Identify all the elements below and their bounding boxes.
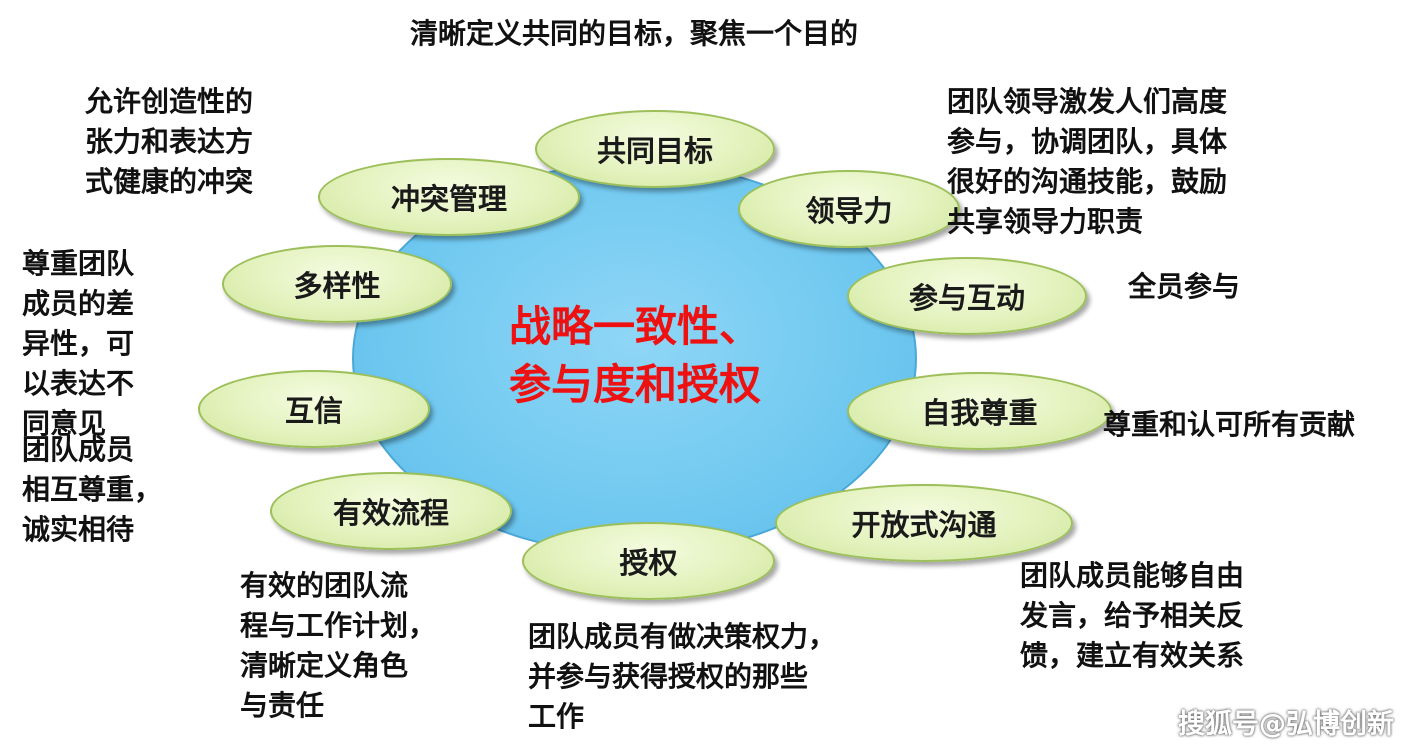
note-shared-goal: 清晰定义共同的目标，聚焦一个目的 bbox=[410, 17, 859, 50]
note-conflict-management: 允许创造性的 张力和表达方 式健康的冲突 bbox=[85, 85, 254, 198]
note-participation: 全员参与 bbox=[1128, 270, 1241, 303]
node-conflict-management: 冲突管理 bbox=[318, 158, 580, 236]
node-mutual-trust: 互信 bbox=[198, 370, 430, 448]
node-participation: 参与互动 bbox=[847, 257, 1087, 335]
node-self-respect: 自我尊重 bbox=[847, 372, 1112, 450]
node-diversity: 多样性 bbox=[222, 245, 452, 323]
node-shared-goal: 共同目标 bbox=[535, 110, 775, 188]
note-empowerment: 团队成员有做决策权力， 并参与获得授权的那些 工作 bbox=[528, 620, 837, 733]
note-effective-process: 有效的团队流 程与工作计划， 清晰定义角色 与责任 bbox=[240, 569, 437, 722]
note-self-respect: 尊重和认可所有贡献 bbox=[1103, 408, 1356, 441]
node-leadership: 领导力 bbox=[738, 170, 960, 248]
note-mutual-trust: 团队成员 相互尊重， 诚实相待 bbox=[22, 433, 163, 546]
watermark: 搜狐号@弘博创新 bbox=[1178, 709, 1394, 740]
node-effective-process: 有效流程 bbox=[270, 472, 512, 550]
note-open-communication: 团队成员能够自由 发言，给予相关反 馈，建立有效关系 bbox=[1020, 559, 1245, 672]
center-title: 战略一致性、 参与度和授权 bbox=[508, 302, 761, 409]
note-diversity: 尊重团队 成员的差 异性，可 以表达不 同意见 bbox=[22, 247, 135, 440]
node-empowerment: 授权 bbox=[522, 522, 775, 600]
node-open-communication: 开放式沟通 bbox=[775, 484, 1073, 562]
note-leadership: 团队领导激发人们高度 参与，协调团队，具体 很好的沟通技能，鼓励 共享领导力职责 bbox=[947, 85, 1228, 238]
